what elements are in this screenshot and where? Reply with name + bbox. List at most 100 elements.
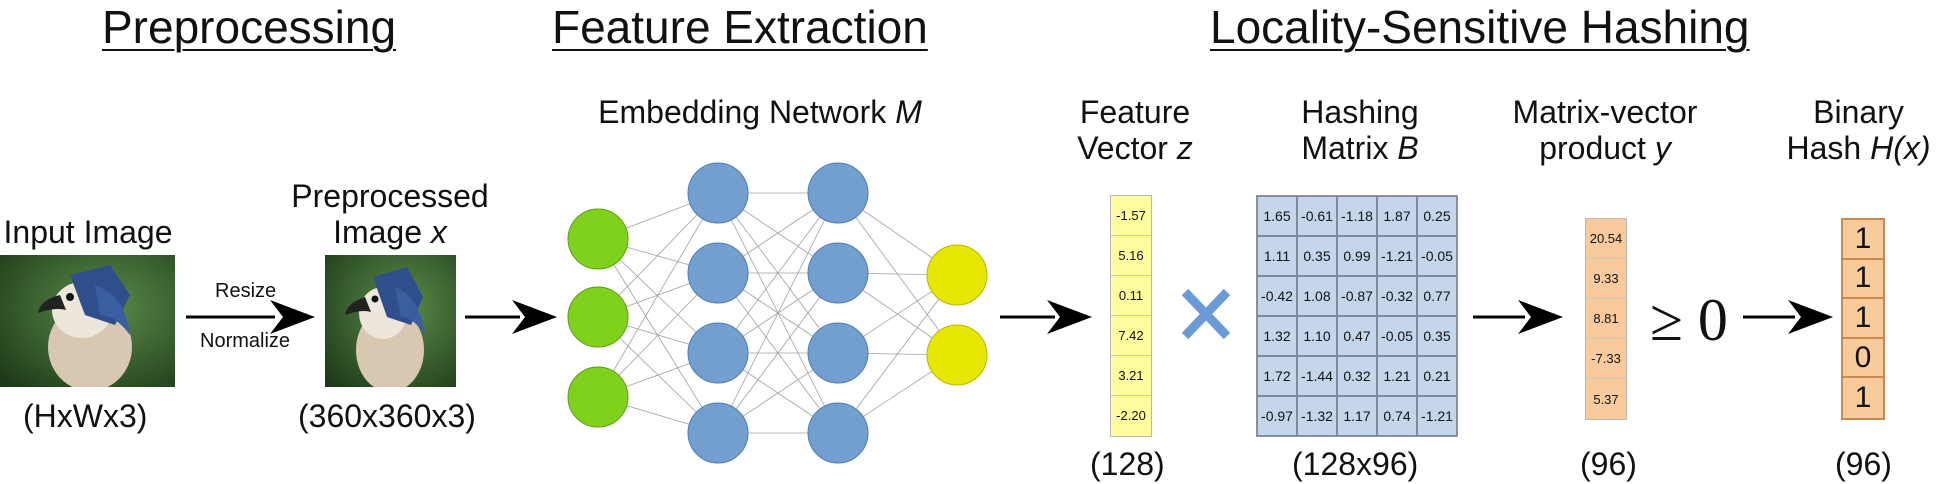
product-cell: 9.33 <box>1586 259 1626 299</box>
matrix-cell: 0.35 <box>1297 236 1337 276</box>
multiply-icon <box>1181 288 1231 340</box>
preprocessed-dim: (360x360x3) <box>298 398 476 434</box>
preprocessed-image <box>325 255 456 387</box>
matrix-cell: 1.21 <box>1377 356 1417 396</box>
matrix-cell: -1.18 <box>1337 196 1377 236</box>
resize-label: Resize <box>215 280 277 302</box>
feature-dim: (128) <box>1090 446 1165 482</box>
matrix-cell: -1.44 <box>1297 356 1337 396</box>
matrix-cell: -1.21 <box>1377 236 1417 276</box>
network-edge <box>597 192 719 398</box>
hash-cell: 0 <box>1843 339 1883 379</box>
product-cell: 8.81 <box>1586 299 1626 339</box>
bird-image-icon <box>0 255 175 387</box>
network-nodes <box>567 162 988 464</box>
matrix-cell: -0.05 <box>1417 236 1457 276</box>
arrow-to-network <box>465 300 557 334</box>
product-dim: (96) <box>1580 446 1637 482</box>
feature-vector-label: Feature Vector z <box>1077 94 1193 166</box>
hidden1-node <box>687 162 749 224</box>
hash-cell: 1 <box>1843 220 1883 260</box>
matrix-cell: 0.77 <box>1417 276 1457 316</box>
hashing-matrix-label: Hashing Matrix B <box>1301 94 1419 166</box>
hash-cell: 1 <box>1854 381 1872 415</box>
matrix-cell: 1.08 <box>1297 276 1337 316</box>
matrix-cell: 1.72 <box>1257 356 1297 396</box>
matrix-cell: -0.05 <box>1377 316 1417 356</box>
matrix-cell: -0.32 <box>1377 276 1417 316</box>
matrix-cell: 0.35 <box>1417 316 1457 356</box>
hash-dim: (96) <box>1835 446 1892 482</box>
input-node <box>567 208 629 270</box>
hidden1-node <box>687 402 749 464</box>
matrix-cell: 1.11 <box>1257 236 1297 276</box>
output-node <box>926 244 988 306</box>
matrix-cell: 1.87 <box>1377 196 1417 236</box>
feature-cell: -1.57 <box>1111 196 1151 236</box>
hidden2-node <box>807 402 869 464</box>
product-label: Matrix-vector product y <box>1512 94 1698 166</box>
network-edge <box>837 274 958 434</box>
hash-cell: 1 <box>1843 299 1883 339</box>
hash-cell: 1 <box>1843 260 1883 300</box>
section-title-lsh: Locality-Sensitive Hashing <box>1210 1 1750 53</box>
matrix-cell: 0.25 <box>1417 196 1457 236</box>
normalize-label: Normalize <box>200 330 291 352</box>
matrix-cell: -0.42 <box>1257 276 1297 316</box>
network-edge <box>717 192 839 354</box>
matrix-cell: 0.99 <box>1337 236 1377 276</box>
arrow-to-hash <box>1743 300 1833 334</box>
feature-cell: 7.42 <box>1111 316 1151 356</box>
matrix-cell: -0.97 <box>1257 396 1297 436</box>
product-cell: -7.33 <box>1586 339 1626 379</box>
section-title-preprocessing: Preprocessing <box>102 1 397 53</box>
binary-hash-label: Binary Hash H(x) <box>1786 94 1931 166</box>
input-image <box>0 255 175 387</box>
input-node <box>567 366 629 428</box>
network-edges <box>597 192 958 434</box>
arrow-resize <box>186 300 315 334</box>
feature-cell: 5.16 <box>1111 236 1151 276</box>
matrix-cell: 0.32 <box>1337 356 1377 396</box>
arrow-to-feature <box>1000 300 1092 334</box>
input-node <box>567 286 629 348</box>
hidden1-node <box>687 242 749 304</box>
matrix-cell: -1.21 <box>1417 396 1457 436</box>
matrix-cell: -1.32 <box>1297 396 1337 436</box>
product-cell: 20.54 <box>1586 219 1626 259</box>
network-edge <box>717 192 839 434</box>
hidden2-node <box>807 242 869 304</box>
feature-cell: 3.21 <box>1111 356 1151 396</box>
matrix-cell: -0.61 <box>1297 196 1337 236</box>
bird-image-icon <box>325 255 456 387</box>
arrow-to-product <box>1473 300 1563 334</box>
input-dim: (HxWx3) <box>23 398 148 434</box>
matrix-cell: 0.47 <box>1337 316 1377 356</box>
matrix-cell: -0.87 <box>1337 276 1377 316</box>
network-edge <box>597 238 719 434</box>
feature-cell: -2.20 <box>1116 408 1146 424</box>
matrix-cell: 0.74 <box>1377 396 1417 436</box>
hidden1-node <box>687 322 749 384</box>
network-edge <box>717 272 839 434</box>
matrix-cell: 1.17 <box>1337 396 1377 436</box>
input-image-label: Input Image <box>3 214 173 250</box>
feature-cell: 0.11 <box>1111 276 1151 316</box>
hidden2-node <box>807 162 869 224</box>
output-node <box>926 324 988 386</box>
preprocessed-image-label: Preprocessed Image x <box>291 178 489 250</box>
product-cell: 5.37 <box>1593 391 1619 407</box>
matrix-dim: (128x96) <box>1292 446 1419 482</box>
matrix-cell: 0.21 <box>1417 356 1457 396</box>
network-title: Embedding Network M <box>598 94 922 130</box>
matrix-cell: 1.10 <box>1297 316 1337 356</box>
matrix-cell: 1.65 <box>1257 196 1297 236</box>
matrix-cell: 1.32 <box>1257 316 1297 356</box>
hidden2-node <box>807 322 869 384</box>
section-title-feature-extraction: Feature Extraction <box>552 1 928 53</box>
